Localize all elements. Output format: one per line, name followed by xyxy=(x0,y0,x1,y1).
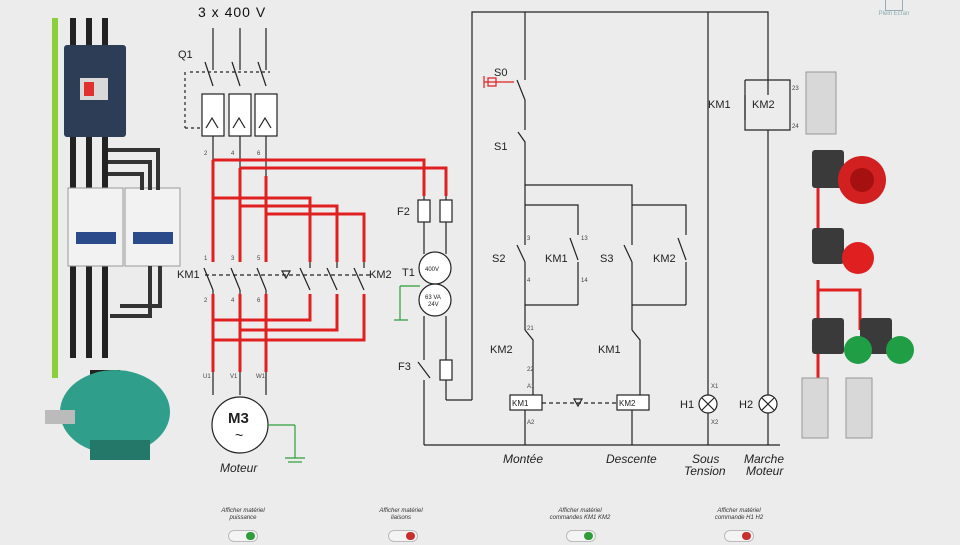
km-term-6: 6 xyxy=(257,298,261,304)
contact-23: 23 xyxy=(792,86,799,92)
s1-label: S1 xyxy=(494,141,507,153)
motor-photo xyxy=(60,370,170,454)
caption-marche: Marche xyxy=(744,452,784,466)
s3-label: S3 xyxy=(600,253,613,265)
km1-hold-label: KM1 xyxy=(708,99,731,111)
hardware-illustration xyxy=(45,18,181,460)
transformer-secondary: 24V xyxy=(428,302,439,308)
toggle-commandes-km[interactable] xyxy=(566,530,596,542)
transformer-primary: 400V xyxy=(425,267,439,273)
stop-button-photo xyxy=(842,242,874,274)
motor-term-v1: V1 xyxy=(230,374,238,380)
term-4: 4 xyxy=(231,151,235,157)
motor-caption: Moteur xyxy=(220,461,258,475)
home-icon xyxy=(885,0,903,11)
contact-22: 22 xyxy=(527,367,534,373)
km1-coil-label: KM1 xyxy=(512,399,529,408)
toggle-knob xyxy=(406,532,415,540)
contact-14: 14 xyxy=(581,278,588,284)
emergency-stop-symbol xyxy=(483,76,514,88)
km2-coil-label: KM2 xyxy=(619,399,636,408)
caption-sous: Sous xyxy=(692,452,719,466)
km2-aux-label: KM2 xyxy=(653,253,676,265)
toggle-commande-h[interactable] xyxy=(724,530,754,542)
s2-label: S2 xyxy=(492,253,505,265)
km2-interlock-label: KM2 xyxy=(490,344,513,356)
contact-3: 3 xyxy=(527,236,531,242)
contact-x2: X2 xyxy=(711,420,719,426)
km-term-2: 2 xyxy=(204,298,208,304)
contact-4: 4 xyxy=(527,278,531,284)
toggle-liaisons[interactable] xyxy=(388,530,418,542)
contactor-km1-photo xyxy=(67,187,124,267)
transformer-block xyxy=(394,196,472,445)
caption-tension: Tension xyxy=(684,464,726,478)
s0-label: S0 xyxy=(494,67,507,79)
toggle-puissance[interactable] xyxy=(228,530,258,542)
caption-descente: Descente xyxy=(606,452,657,466)
toggle-knob xyxy=(246,532,255,540)
motor-term-u1: U1 xyxy=(203,374,211,380)
caption-moteur: Moteur xyxy=(746,464,784,478)
contact-a2: A2 xyxy=(527,420,535,426)
control-circuit xyxy=(424,11,791,446)
contact-24: 24 xyxy=(792,124,799,130)
breaker-q1-label: Q1 xyxy=(178,49,193,61)
caption-montee: Montée xyxy=(503,452,543,466)
pushbutton-illustration xyxy=(801,71,914,439)
motor-symbol-label: M3 xyxy=(228,410,249,427)
contactor-km1-power-label: KM1 xyxy=(177,269,200,281)
term-6: 6 xyxy=(257,151,261,157)
km-term-4: 4 xyxy=(231,298,235,304)
km1-aux-label: KM1 xyxy=(545,253,568,265)
fuse-f3-label: F3 xyxy=(398,361,411,373)
toggle-knob xyxy=(584,532,593,540)
h2-label: H2 xyxy=(739,399,753,411)
toggle-knob xyxy=(742,532,751,540)
live-wires xyxy=(211,150,862,395)
contact-x1: X1 xyxy=(711,384,719,390)
down-button-photo xyxy=(886,336,914,364)
km2-hold-label: KM2 xyxy=(752,99,775,111)
supply-title: 3 x 400 V xyxy=(198,4,266,20)
km-term-1: 1 xyxy=(204,256,208,262)
up-button-photo xyxy=(844,336,872,364)
h1-label: H1 xyxy=(680,399,694,411)
transformer-t1-label: T1 xyxy=(402,267,415,279)
fuse-f2-label: F2 xyxy=(397,206,410,218)
contactor-km2-power-label: KM2 xyxy=(369,269,392,281)
contact-21: 21 xyxy=(527,326,534,332)
fullscreen-label: Plein Ecran xyxy=(878,11,910,17)
motor-term-w1: W1 xyxy=(256,374,266,380)
contactor-km2-photo xyxy=(124,187,181,267)
term-2: 2 xyxy=(204,151,208,157)
km1-interlock-label: KM1 xyxy=(598,344,621,356)
km-term-5: 5 xyxy=(257,256,261,262)
transformer-va: 63 VA xyxy=(425,295,441,301)
contact-13: 13 xyxy=(581,236,588,242)
km-term-3: 3 xyxy=(231,256,235,262)
earth-cable xyxy=(52,18,58,378)
contact-a1: A1 xyxy=(527,384,535,390)
fullscreen-button[interactable]: Plein Ecran xyxy=(866,0,922,17)
motor-tilde: ~ xyxy=(235,427,243,443)
